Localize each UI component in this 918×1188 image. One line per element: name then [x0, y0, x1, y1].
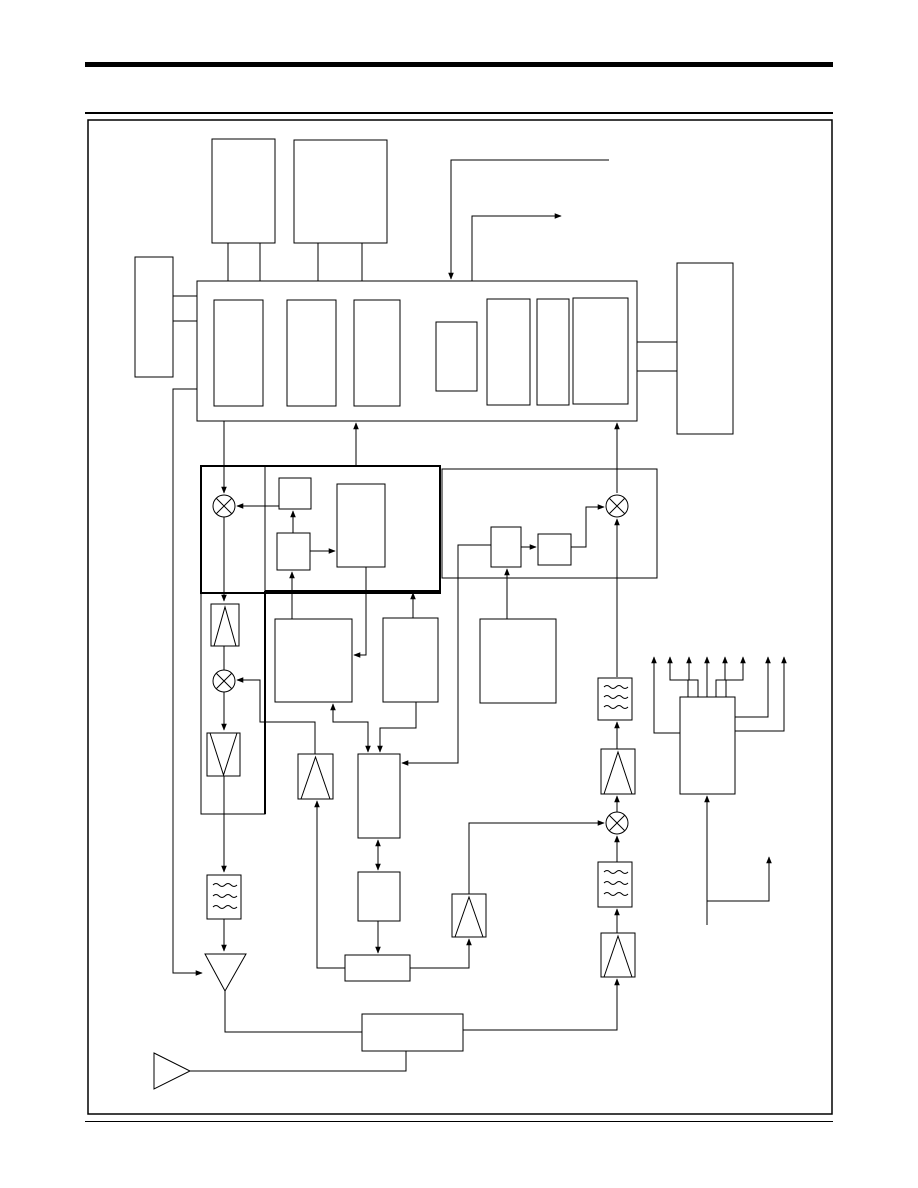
sub-3: [353, 299, 401, 407]
pll-lower-block: [357, 871, 401, 922]
header-rule-thin: [85, 112, 833, 114]
mid-block-b: [382, 617, 439, 703]
ext-top-left-links: [227, 243, 261, 281]
divider-to-lo2: [410, 938, 472, 969]
mid-b-to-pll: [377, 702, 417, 753]
filter-tx-1: [597, 677, 633, 721]
duplexer: [361, 1013, 464, 1052]
amp-tx-1: [600, 748, 636, 795]
ext-right: [676, 262, 734, 435]
ext-top-left: [211, 138, 276, 244]
lo2-to-rf-mixer: [468, 820, 605, 894]
filter-rx-if-1: [210, 603, 240, 647]
ext-top-center-links: [317, 243, 363, 281]
ext-right-links: [637, 341, 677, 372]
amp-lo-1: [297, 753, 334, 800]
rx-small-box-top: [278, 477, 312, 510]
mid-a-to-pll: [330, 703, 371, 753]
sub-2: [286, 299, 337, 407]
tx-module: [441, 468, 658, 579]
amp-tx-2: [600, 932, 636, 978]
rx-module: [200, 465, 441, 594]
mixer-tx: [605, 494, 629, 518]
tx-box-1: [490, 526, 522, 568]
antenna-feed: [153, 1052, 192, 1090]
rx-to-mid-a: [353, 567, 367, 658]
pll-block: [357, 753, 401, 839]
tx-to-pll: [401, 544, 491, 766]
power-input-branch: [707, 856, 772, 902]
rx-tall-block: [336, 483, 386, 568]
amp-lna: [204, 953, 247, 993]
power-supply: [679, 696, 736, 795]
amp-lo-2: [451, 893, 487, 938]
sub-7: [572, 297, 629, 405]
sub-4: [435, 321, 478, 392]
duplexer-to-tx: [463, 978, 620, 1031]
mixer-rx-2: [212, 669, 236, 693]
mixer-rf-tx: [605, 811, 629, 835]
ext-left-links: [173, 295, 197, 322]
mid-block-a: [274, 618, 353, 703]
input-line-top: [448, 159, 609, 280]
ctrl-to-lna-line: [172, 388, 203, 976]
tx-box2-to-mixer: [571, 504, 605, 548]
divider-block: [344, 954, 411, 982]
filter-tx-2: [597, 861, 633, 908]
tx-box-2: [537, 533, 572, 566]
ext-left: [134, 256, 174, 378]
sub-5: [486, 298, 531, 406]
sub-6: [536, 298, 570, 406]
lo-amp-to-mixer2: [236, 677, 316, 754]
power-outputs: [651, 656, 787, 734]
duplexer-to-antenna: [190, 1051, 407, 1072]
diagram-frame: [87, 119, 833, 1115]
sub-1: [213, 299, 264, 407]
output-line-top: [471, 213, 562, 281]
rx-small-box-mid: [276, 532, 311, 571]
mixer-rx-1: [212, 494, 236, 518]
ref-block: [479, 618, 557, 704]
footer-rule: [85, 1121, 833, 1122]
ext-top-center: [293, 139, 388, 244]
filter-rx-rf: [206, 874, 242, 920]
filter-rx-if-2: [206, 732, 241, 777]
divider-to-lo1: [314, 800, 345, 969]
header-rule-thick: [85, 62, 833, 67]
lna-to-duplexer: [224, 991, 362, 1033]
